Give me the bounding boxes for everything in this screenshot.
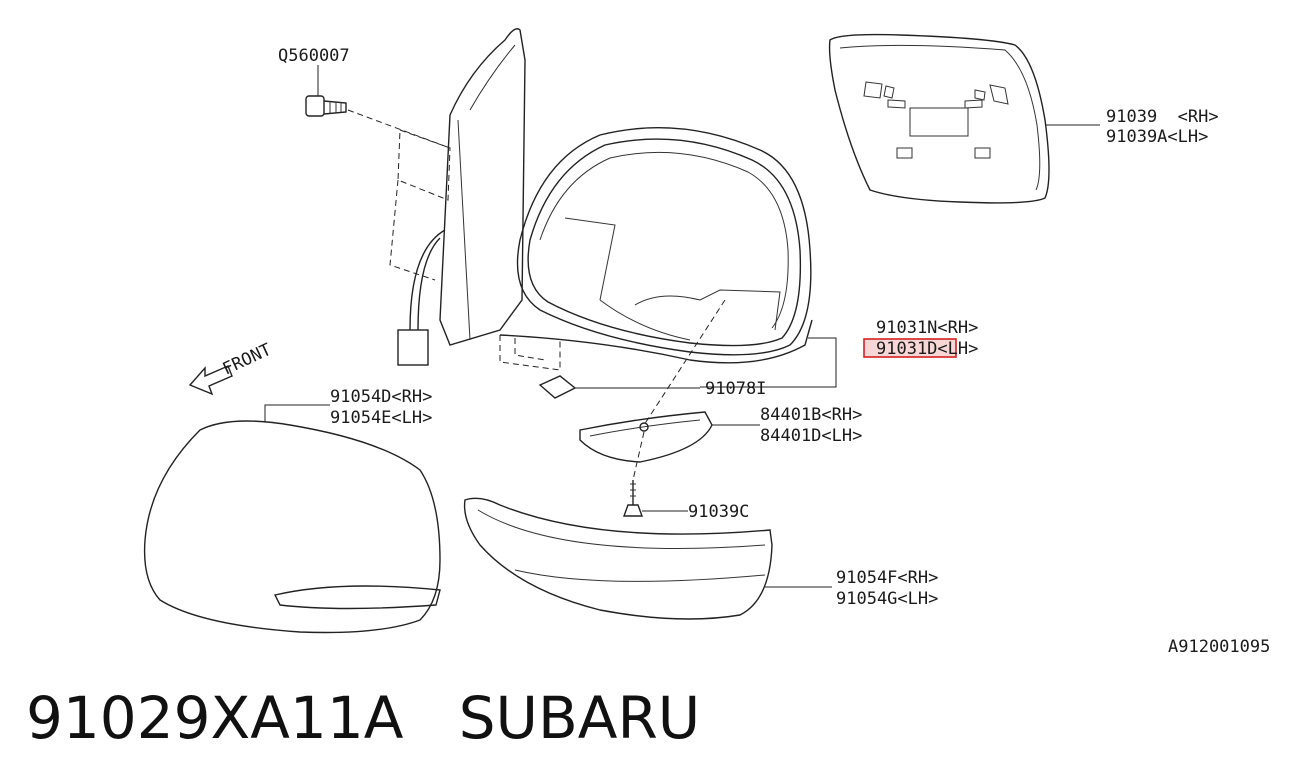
- footer-brand: SUBARU: [458, 684, 701, 752]
- label-screw: 91039C: [688, 502, 749, 522]
- bolt-part: [305, 95, 347, 117]
- lamp-dash-guide: [643, 299, 726, 426]
- screw-dash-guide: [632, 431, 645, 481]
- label-seal: 91078I: [705, 379, 766, 399]
- drawing-code: A912001095: [1168, 637, 1270, 657]
- label-glass-lh: 91039A<LH>: [1106, 127, 1208, 147]
- turn-lamp-part: [579, 411, 713, 463]
- mirror-housing-part: [499, 127, 813, 371]
- parts-diagram: FRONT Q560007 91039 <RH> 91039A<LH> 9103…: [143, 28, 1270, 657]
- label-cover-rh: 91054D<RH>: [330, 387, 432, 407]
- mirror-glass-part: [828, 33, 1050, 204]
- label-body-lh[interactable]: 91031D<LH>: [876, 339, 978, 359]
- bolt-dash-guide: [347, 109, 451, 149]
- label-lower-rh: 91054F<RH>: [836, 568, 938, 588]
- housing-leader: [700, 337, 837, 388]
- screw-part: [623, 480, 643, 517]
- selected-part-highlight: [863, 338, 957, 358]
- front-label: FRONT: [220, 340, 275, 380]
- front-arrow: [188, 365, 233, 396]
- label-lower-lh: 91054G<LH>: [836, 589, 938, 609]
- mirror-base-part: [389, 28, 526, 366]
- label-cover-lh: 91054E<LH>: [330, 408, 432, 428]
- cover-leader: [264, 404, 330, 422]
- mirror-cover-part: [143, 420, 441, 634]
- label-lamp-lh: 84401D<LH>: [760, 426, 862, 446]
- lower-cover-part: [463, 497, 773, 620]
- label-bolt: Q560007: [278, 46, 350, 66]
- label-glass-rh: 91039 <RH>: [1106, 107, 1219, 127]
- label-body-rh: 91031N<RH>: [876, 318, 978, 338]
- footer-part-number: 91029XA11A: [26, 684, 404, 752]
- footer-title: 91029XA11A SUBARU: [26, 684, 700, 752]
- label-lamp-rh: 84401B<RH>: [760, 405, 862, 425]
- seal-part: [538, 375, 577, 399]
